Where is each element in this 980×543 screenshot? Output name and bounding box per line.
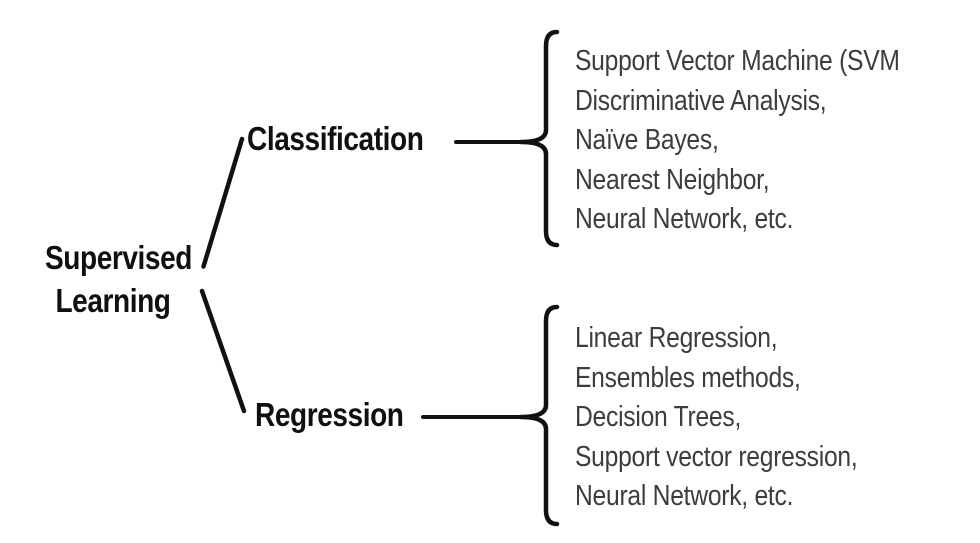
branch-node-regression: Regression <box>255 396 404 433</box>
list-item: Linear Regression, <box>575 322 778 354</box>
list-item: Neural Network, etc. <box>575 480 794 512</box>
root-label-line-1: Supervised <box>45 239 192 276</box>
list-item: Decision Trees, <box>575 401 742 433</box>
classification-algorithm-list: Support Vector Machine (SVM Discriminati… <box>575 42 900 240</box>
branch-node-classification: Classification <box>247 120 424 157</box>
list-item: Nearest Neighbor, <box>575 163 770 196</box>
list-item: Support vector regression, <box>575 440 858 473</box>
regression-algorithm-list: Linear Regression, Ensembles methods, De… <box>575 319 858 517</box>
root-node-supervised-learning: Supervised Learning <box>45 236 192 322</box>
branch-line-classification <box>201 136 245 269</box>
list-item: Naïve Bayes, <box>575 124 719 156</box>
curly-brace-classification <box>518 29 560 248</box>
curly-brace-regression <box>518 304 560 527</box>
list-item: Discriminative Analysis, <box>575 84 827 117</box>
list-item: Support Vector Machine (SVM <box>575 45 900 77</box>
list-item: Neural Network, etc. <box>575 203 794 235</box>
root-label-line-2: Learning <box>55 282 171 319</box>
list-item: Ensembles methods, <box>575 361 801 394</box>
branch-line-regression <box>199 288 247 414</box>
